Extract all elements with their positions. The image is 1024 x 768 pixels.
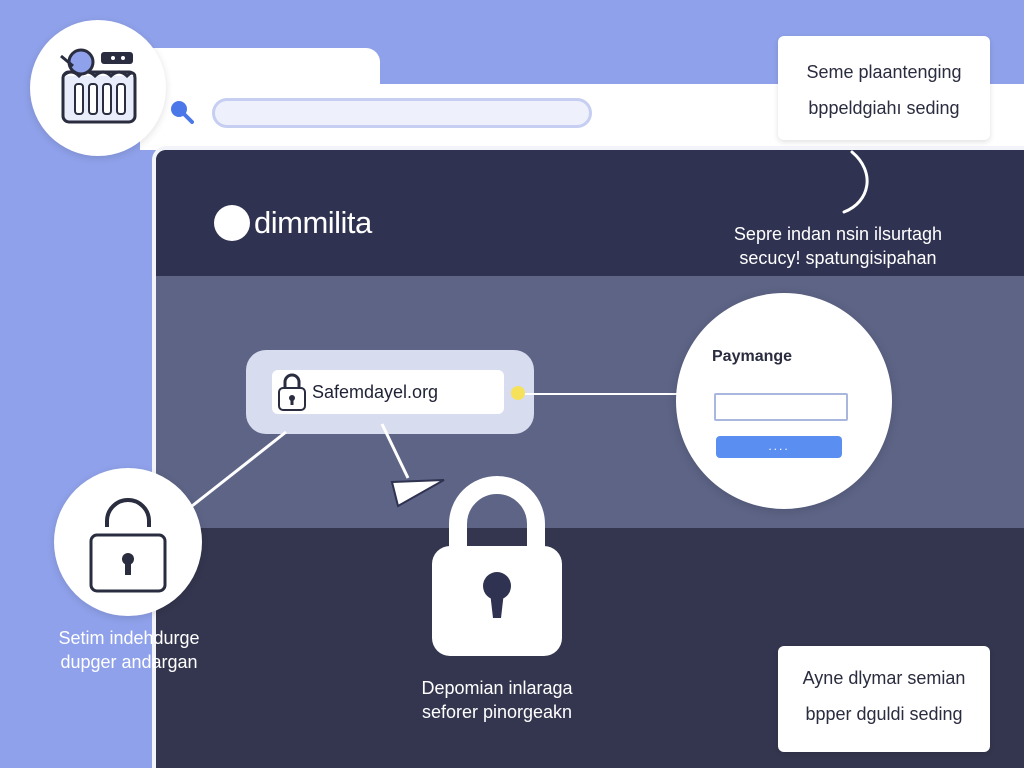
brand-logo-dot	[214, 205, 250, 241]
padlock-icon	[89, 498, 167, 593]
padlock-icon	[432, 476, 562, 656]
padlock-icon	[272, 370, 312, 414]
payment-connector-line	[522, 393, 682, 395]
callout-card-bottom: Ayne dlymar semian bpper dguldi seding	[778, 646, 990, 752]
callout-top-line-1: Seme plaantenging	[806, 62, 962, 82]
header-note-line-1: Sepre indan nsin ilsurtagh	[733, 224, 943, 244]
left-caption-line-1: Setim indehdurge	[58, 628, 200, 648]
brand-name: dimmilita	[254, 205, 372, 240]
site-header	[156, 150, 1024, 276]
left-caption-line-2: dupger andargan	[60, 652, 198, 672]
payment-submit-button[interactable]: ....	[716, 436, 842, 458]
callout-card-top: Seme plaantenging bppeldgiahı seding	[778, 36, 990, 140]
address-bar-input[interactable]	[212, 98, 592, 128]
connector-dot	[511, 386, 525, 400]
header-note: Sepre indan nsin ilsurtagh secucy! spatu…	[700, 222, 976, 270]
site-brand[interactable]: dimmilita	[214, 205, 372, 241]
secure-url-field[interactable]: Safemdayel.org	[272, 370, 504, 414]
center-caption-line-1: Depomian inlaraga	[421, 678, 573, 698]
callout-bottom-line-2: bpper dguldi seding	[805, 704, 963, 724]
callout-connector	[842, 150, 869, 214]
center-caption-line-2: seforer pinorgeakn	[421, 702, 573, 722]
header-note-line-2: secucy! spatungisipahan	[739, 248, 937, 268]
shopping-cart-icon	[60, 48, 137, 124]
left-lock-badge	[54, 468, 202, 616]
callout-top-line-2: bppeldgiahı seding	[808, 98, 960, 118]
url-text: Safemdayel.org	[312, 381, 439, 402]
app-logo-badge[interactable]	[30, 20, 166, 156]
center-caption: Depomian inlaraga seforer pinorgeakn	[392, 676, 602, 724]
left-caption: Setim indehdurge dupger andargan	[44, 626, 214, 674]
payment-title: Paymange	[712, 348, 793, 365]
pointer-arrow	[380, 423, 445, 508]
search-icon[interactable]	[168, 98, 194, 124]
callout-bottom-line-1: Ayne dlymar semian	[802, 668, 966, 688]
browser-viewport	[152, 146, 1024, 768]
payment-input[interactable]	[714, 393, 848, 421]
